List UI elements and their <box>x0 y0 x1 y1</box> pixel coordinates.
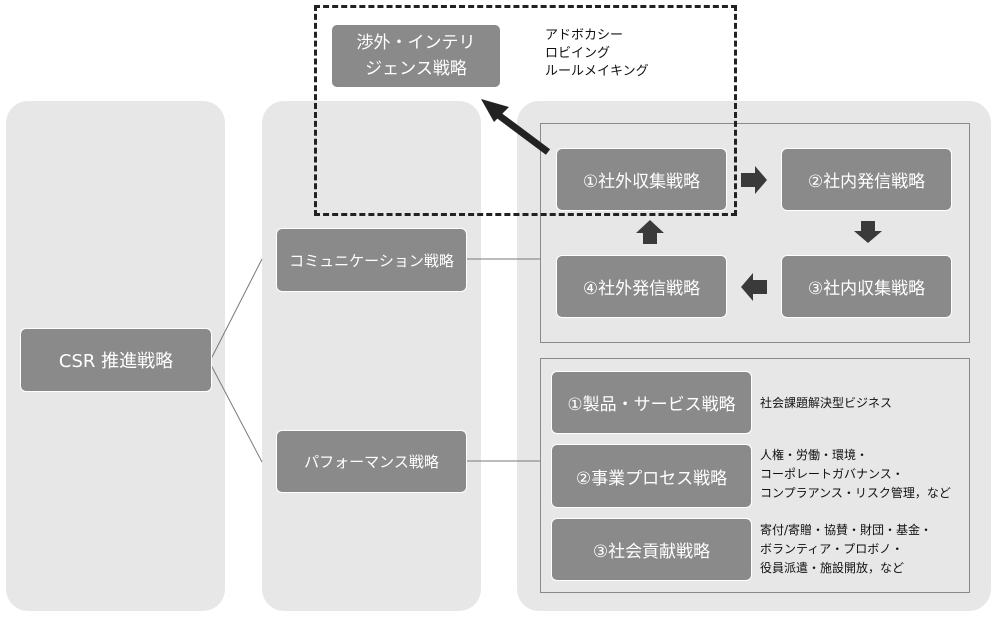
link-root-communication <box>210 258 263 360</box>
cycle-step2-label: ②社内発信戦略 <box>807 172 926 192</box>
cycle-step3-label: ③社内収集戦略 <box>807 279 926 299</box>
performance-strategy-node: パフォーマンス戦略 <box>276 430 467 493</box>
link-root-performance <box>210 364 263 463</box>
performance-item-label: ②事業プロセス戦略 <box>575 468 728 489</box>
performance-item-notes: 社会課題解決型ビジネス <box>760 394 892 413</box>
cycle-arrow-right <box>741 166 767 194</box>
cycle-arrow-down <box>854 221 882 243</box>
communication-cycle-frame <box>540 123 970 343</box>
intelligence-label-line2: ジェンス戦略 <box>365 59 467 79</box>
cycle-arrow-left <box>741 273 767 301</box>
cycle-arrow-up <box>636 220 664 244</box>
performance-item-notes: 寄付/寄贈・協賛・財団・基金・ ボランティア・プロボノ・ 役員派遣・施設開放，な… <box>760 521 932 578</box>
performance-item-label: ③社会貢献戦略 <box>592 542 711 562</box>
performance-strategy-label: パフォーマンス戦略 <box>304 453 439 471</box>
communication-strategy-node: コミュニケーション戦略 <box>276 228 467 292</box>
performance-item-note: コーポレートガバナンス・ <box>760 467 904 481</box>
performance-item-note: 人権・労働・環境・ <box>760 448 869 462</box>
performance-item-label: ①製品・サービス戦略 <box>567 395 736 415</box>
performance-item-note: 役員派遣・施設開放，など <box>760 561 905 575</box>
performance-items-frame <box>540 358 970 593</box>
intelligence-dashed-region <box>314 5 737 216</box>
performance-item-note: ボランティア・プロボノ・ <box>760 542 904 556</box>
cycle-step3-node: ③社内収集戦略 <box>781 255 952 318</box>
performance-item-node: ②事業プロセス戦略 <box>551 444 752 508</box>
intelligence-notes: アドボカシー ロビイング ルールメイキング <box>545 27 649 81</box>
intelligence-label-line1: 渉外・インテリ <box>356 33 476 53</box>
performance-item-note: 寄付/寄贈・協賛・財団・基金・ <box>760 523 933 537</box>
csr-strategy-node: CSR 推進戦略 <box>20 328 212 392</box>
performance-item-node: ③社会貢献戦略 <box>551 518 752 581</box>
cycle-step4-label: ④社外発信戦略 <box>582 279 701 299</box>
cycle-step1-node: ①社外収集戦略 <box>556 148 727 211</box>
intelligence-strategy-node: 渉外・インテリ ジェンス戦略 <box>331 24 501 88</box>
strategy-column-panel <box>262 101 481 611</box>
cycle-step4-node: ④社外発信戦略 <box>556 255 727 318</box>
performance-item-note: コンプラアンス・リスク管理，など <box>760 486 951 500</box>
intelligence-note: ロビイング <box>545 46 611 61</box>
cycle-step2-node: ②社内発信戦略 <box>781 148 952 211</box>
csr-strategy-label: CSR 推進戦略 <box>58 351 174 372</box>
performance-item-node: ①製品・サービス戦略 <box>551 371 752 434</box>
cycle-step1-label: ①社外収集戦略 <box>582 172 701 192</box>
intelligence-note: ルールメイキング <box>545 64 649 79</box>
performance-item-notes: 人権・労働・環境・ コーポレートガバナンス・ コンプラアンス・リスク管理，など <box>760 446 951 503</box>
performance-item-note: 社会課題解決型ビジネス <box>760 396 893 410</box>
escalation-arrow <box>481 99 551 155</box>
communication-strategy-label: コミュニケーション戦略 <box>289 251 454 270</box>
intelligence-note: アドボカシー <box>545 28 624 43</box>
